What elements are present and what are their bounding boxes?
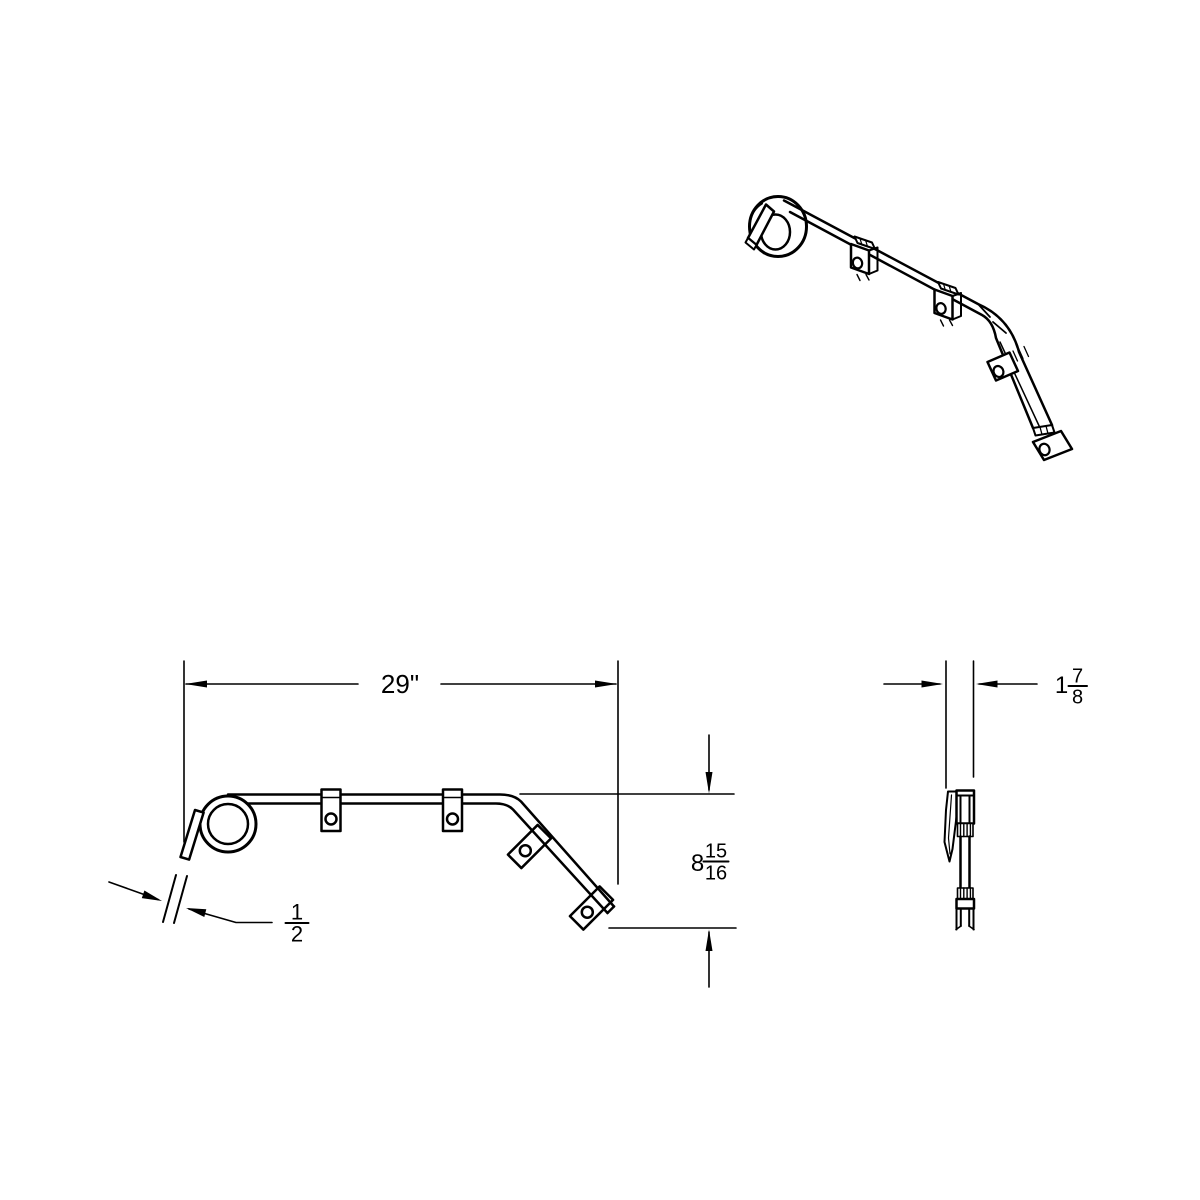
front-wire-top-edge [226,793,616,908]
side-lower-clip [955,897,976,910]
side-fork-leg-caps [955,925,975,931]
front-clip-diagonal-1 [506,823,553,870]
iso-clip2-tab-hatch [942,283,952,293]
iso-coil-tail-end [744,237,758,251]
dimW-ext-slash-1 [162,874,177,923]
iso-clip1-tab-hatch [859,237,869,248]
front-clip-bar-2 [441,788,464,833]
dimH-arrowhead-top [705,772,713,794]
front-clip1-hole [324,812,338,826]
dimS-arrowhead-right [976,680,998,688]
dimS-arrowhead-left [921,680,943,688]
front-clip-diagonal-2 [568,885,615,931]
front-coil-tail [179,808,205,861]
front-wire-end-cap [606,905,616,915]
side-crimp-band-2-hatch [959,887,972,900]
dimH-arrowhead-bottom [705,929,713,951]
dimH-denominator: 16 [705,863,727,885]
side-view: 1 7 8 [883,660,1088,931]
dimension-overall-height: 8 15 16 [519,734,737,988]
dimS-whole: 1 [1055,672,1068,699]
iso-bend-facet-2 [992,321,1007,334]
iso-bar-top-edge [782,199,1054,427]
dimension-wire-diameter: 1 2 [108,874,310,947]
iso-clip1-side-flange [868,246,879,275]
side-bar-edges [959,835,971,890]
side-fork-legs [955,907,975,931]
dimS-denominator: 8 [1072,687,1083,709]
front-coil-inner [206,802,250,846]
front-view: 29" 8 15 16 1 2 [108,660,737,988]
iso-clip-1 [849,235,879,282]
iso-bar-bottom-edge [788,210,1035,430]
front-clip4-hole [580,905,595,919]
dimW-numerator: 1 [291,900,303,925]
dimension-end-width: 1 7 8 [883,660,1088,789]
iso-clip1-hole [851,256,864,270]
dim29-arrowhead-left [185,680,207,688]
front-clip3-hole [518,843,533,858]
iso-end-hatch-2 [1045,425,1049,435]
iso-clip3-wrap-hatch [1012,345,1030,362]
iso-coil-tail [746,203,776,247]
iso-bend-facet-1 [977,303,991,318]
iso-end-hatch-1 [1039,426,1043,436]
iso-clip2-side-flange [951,292,962,321]
dimension-overall-length: 29" [183,660,619,885]
dim29-label: 29" [381,669,419,699]
side-crimp-band-1 [956,822,974,838]
side-top-clip-walls [955,794,975,825]
dimS-numerator: 7 [1072,666,1083,688]
dimW-arrowhead-right [186,908,207,917]
dimH-numerator: 15 [705,841,727,863]
dimW-denominator: 2 [291,922,303,947]
iso-clip2-foot [939,319,954,327]
side-coil-sliver-inner [947,794,953,855]
dim29-arrowhead-right [595,680,617,688]
iso-clip1-foot [856,273,870,282]
dimH-whole: 8 [691,850,704,877]
iso-clip-4 [1031,429,1074,462]
side-crimp-band-1-hatch [959,822,972,838]
dimW-arrowhead-left [141,890,162,901]
iso-clip2-hole [935,302,947,315]
front-wire-bottom-edge [245,802,609,915]
front-clip2-hole [445,812,460,826]
dimW-ext-slash-2 [173,875,188,924]
iso-clip-2 [933,281,962,327]
iso-clip3-hole [992,364,1005,379]
front-clip-bar-1 [320,788,342,833]
isometric-view [744,195,1074,462]
iso-clip-3 [986,345,1030,382]
iso-clip4-hole [1038,442,1051,457]
